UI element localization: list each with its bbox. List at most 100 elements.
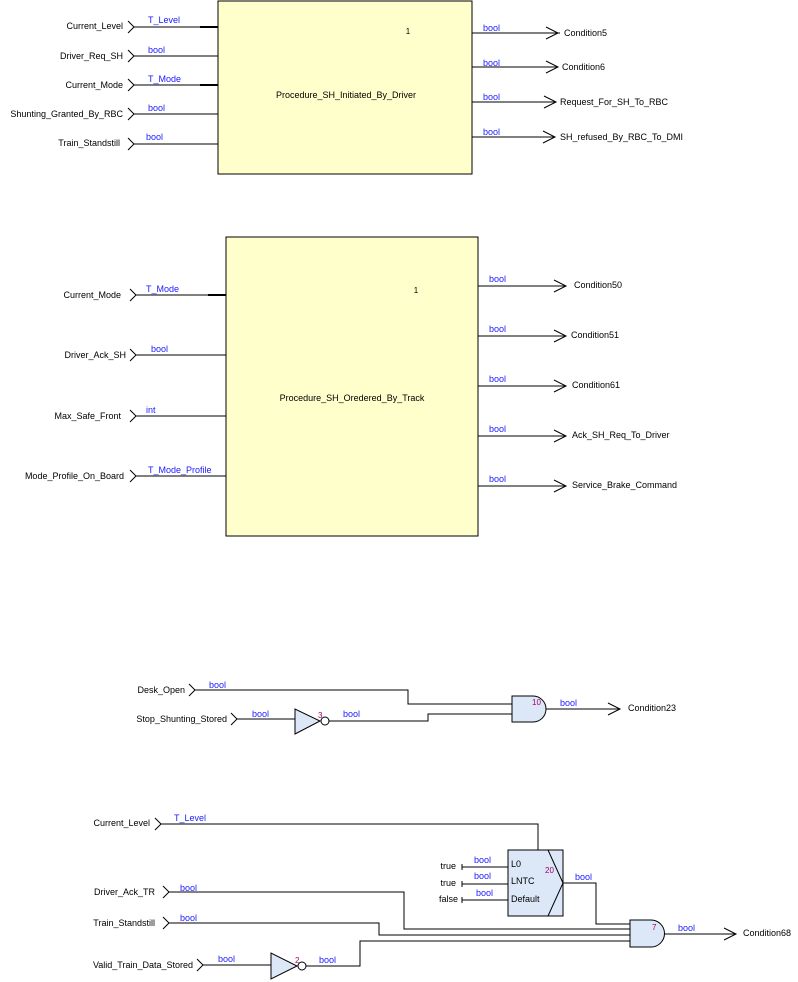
circuit68-input-train-standstill[interactable]: Train_Standstill bool	[93, 913, 630, 936]
output-type: bool	[489, 324, 506, 334]
input-arrow-icon	[196, 958, 204, 972]
input-type: bool	[180, 883, 197, 893]
constant-value: true	[440, 861, 456, 871]
block2-input-0[interactable]: Current_Mode T_Mode	[63, 284, 226, 302]
block1-output-3[interactable]: bool SH_refused_By_RBC_To_DMI	[472, 127, 683, 144]
gate-number: 3	[318, 711, 323, 720]
block-name: Procedure_SH_Oredered_By_Track	[280, 393, 425, 403]
output-arrow-icon	[543, 95, 558, 109]
block2-output-3[interactable]: bool Ack_SH_Req_To_Driver	[478, 424, 670, 443]
select-block-body	[507, 849, 564, 917]
not-output-wire	[329, 713, 512, 722]
block2-input-3[interactable]: Mode_Profile_On_Board T_Mode_Profile	[25, 465, 226, 483]
block2-output-2[interactable]: bool Condition61	[478, 374, 620, 393]
output-label: Condition51	[571, 330, 619, 340]
block-body[interactable]	[225, 236, 479, 537]
constant-type: bool	[474, 855, 491, 865]
input-arrow-icon	[127, 137, 135, 151]
output-label: Condition6	[562, 62, 605, 72]
not-output-wire	[306, 940, 630, 967]
constant-2[interactable]: false bool	[439, 888, 508, 904]
block2-output-0[interactable]: bool Condition50	[478, 274, 622, 293]
output-type: bool	[483, 23, 500, 33]
circuit23-input-stop-shunting[interactable]: Stop_Shunting_Stored bool	[136, 709, 295, 726]
input-arrow-icon	[127, 107, 135, 121]
block1-input-3[interactable]: Shunting_Granted_By_RBC bool	[10, 103, 218, 121]
output-arrow-icon	[723, 927, 738, 941]
circuit23-input-desk-open[interactable]: Desk_Open bool	[137, 680, 512, 705]
block1-input-1[interactable]: Driver_Req_SH bool	[60, 45, 218, 63]
output-arrow-icon	[553, 429, 568, 443]
block1-output-1[interactable]: bool Condition6	[472, 58, 605, 74]
select-port-1: LNTC	[511, 876, 535, 886]
input-type: bool	[151, 344, 168, 354]
input-wire	[169, 922, 630, 936]
input-label: Current_Mode	[63, 290, 121, 300]
output-type: bool	[489, 474, 506, 484]
input-label: Mode_Profile_On_Board	[25, 471, 124, 481]
input-arrow-icon	[127, 49, 135, 63]
and-gate-icon	[629, 919, 665, 948]
not-gate-icon	[270, 952, 299, 980]
block2-output-4[interactable]: bool Service_Brake_Command	[478, 474, 677, 493]
not-gate-3[interactable]: 3 bool	[294, 708, 512, 735]
output-type: bool	[483, 127, 500, 137]
output-label: Condition68	[743, 928, 791, 938]
input-type: T_Level	[148, 15, 180, 25]
output-type: bool	[489, 374, 506, 384]
input-type: bool	[148, 45, 165, 55]
output-arrow-icon	[553, 329, 568, 343]
input-type: bool	[209, 680, 226, 690]
input-label: Driver_Ack_TR	[94, 887, 156, 897]
block1-output-0[interactable]: bool Condition5	[472, 23, 607, 40]
output-label: Condition5	[564, 28, 607, 38]
output-label: Ack_SH_Req_To_Driver	[572, 430, 670, 440]
constant-0[interactable]: true bool	[440, 855, 508, 871]
output-label: Condition50	[574, 280, 622, 290]
block2-input-1[interactable]: Driver_Ack_SH bool	[64, 344, 226, 362]
block1-input-0[interactable]: Current_Level T_Level	[66, 15, 218, 34]
input-type: bool	[148, 103, 165, 113]
block-number: 1	[406, 27, 411, 36]
block-body[interactable]	[217, 0, 473, 175]
block1-input-2[interactable]: Current_Mode T_Mode	[65, 74, 218, 92]
constant-type: bool	[476, 888, 493, 898]
input-label: Desk_Open	[137, 685, 185, 695]
block2-input-2[interactable]: Max_Safe_Front int	[54, 405, 226, 423]
input-label: Driver_Ack_SH	[64, 350, 126, 360]
circuit68-input-valid-train-data[interactable]: Valid_Train_Data_Stored bool	[93, 954, 271, 972]
not-gate-2[interactable]: 2 bool	[270, 940, 630, 980]
input-wire	[195, 689, 512, 705]
block1-output-2[interactable]: bool Request_For_SH_To_RBC	[472, 92, 669, 109]
input-arrow-icon	[129, 469, 137, 483]
input-label: Shunting_Granted_By_RBC	[10, 109, 123, 119]
block-number: 20	[545, 866, 554, 875]
not-gate-icon	[294, 708, 322, 735]
circuit68-input-driver-ack-tr[interactable]: Driver_Ack_TR bool	[94, 883, 630, 930]
and-gate-7[interactable]: 7 bool Condition68	[629, 919, 791, 948]
select-output-wire	[563, 882, 630, 925]
gate-number: 2	[295, 956, 300, 965]
output-arrow-icon	[545, 26, 560, 40]
block-sh-ordered-by-track[interactable]: Procedure_SH_Oredered_By_Track 1	[225, 236, 479, 537]
circuit68-input-current-level[interactable]: Current_Level T_Level	[93, 813, 539, 850]
constant-1[interactable]: true bool	[440, 871, 508, 888]
select-block-20[interactable]: 20 L0 LNTC Default	[507, 849, 564, 917]
output-type: bool	[489, 424, 506, 434]
select-port-2: Default	[511, 894, 540, 904]
input-arrow-icon	[127, 78, 135, 92]
input-label: Current_Mode	[65, 80, 123, 90]
not-output-type: bool	[319, 955, 336, 965]
block1-input-4[interactable]: Train_Standstill bool	[58, 132, 218, 151]
input-label: Max_Safe_Front	[54, 411, 121, 421]
output-type: bool	[483, 58, 500, 68]
input-type: bool	[180, 913, 197, 923]
block2-output-1[interactable]: bool Condition51	[478, 324, 619, 343]
output-label: Request_For_SH_To_RBC	[560, 97, 669, 107]
output-label: Condition61	[572, 380, 620, 390]
input-type: int	[146, 405, 156, 415]
and-gate-10[interactable]: 10 bool Condition23	[511, 695, 676, 723]
input-arrow-icon	[129, 409, 137, 423]
block-sh-initiated-by-driver[interactable]: Procedure_SH_Initiated_By_Driver 1	[217, 0, 473, 175]
